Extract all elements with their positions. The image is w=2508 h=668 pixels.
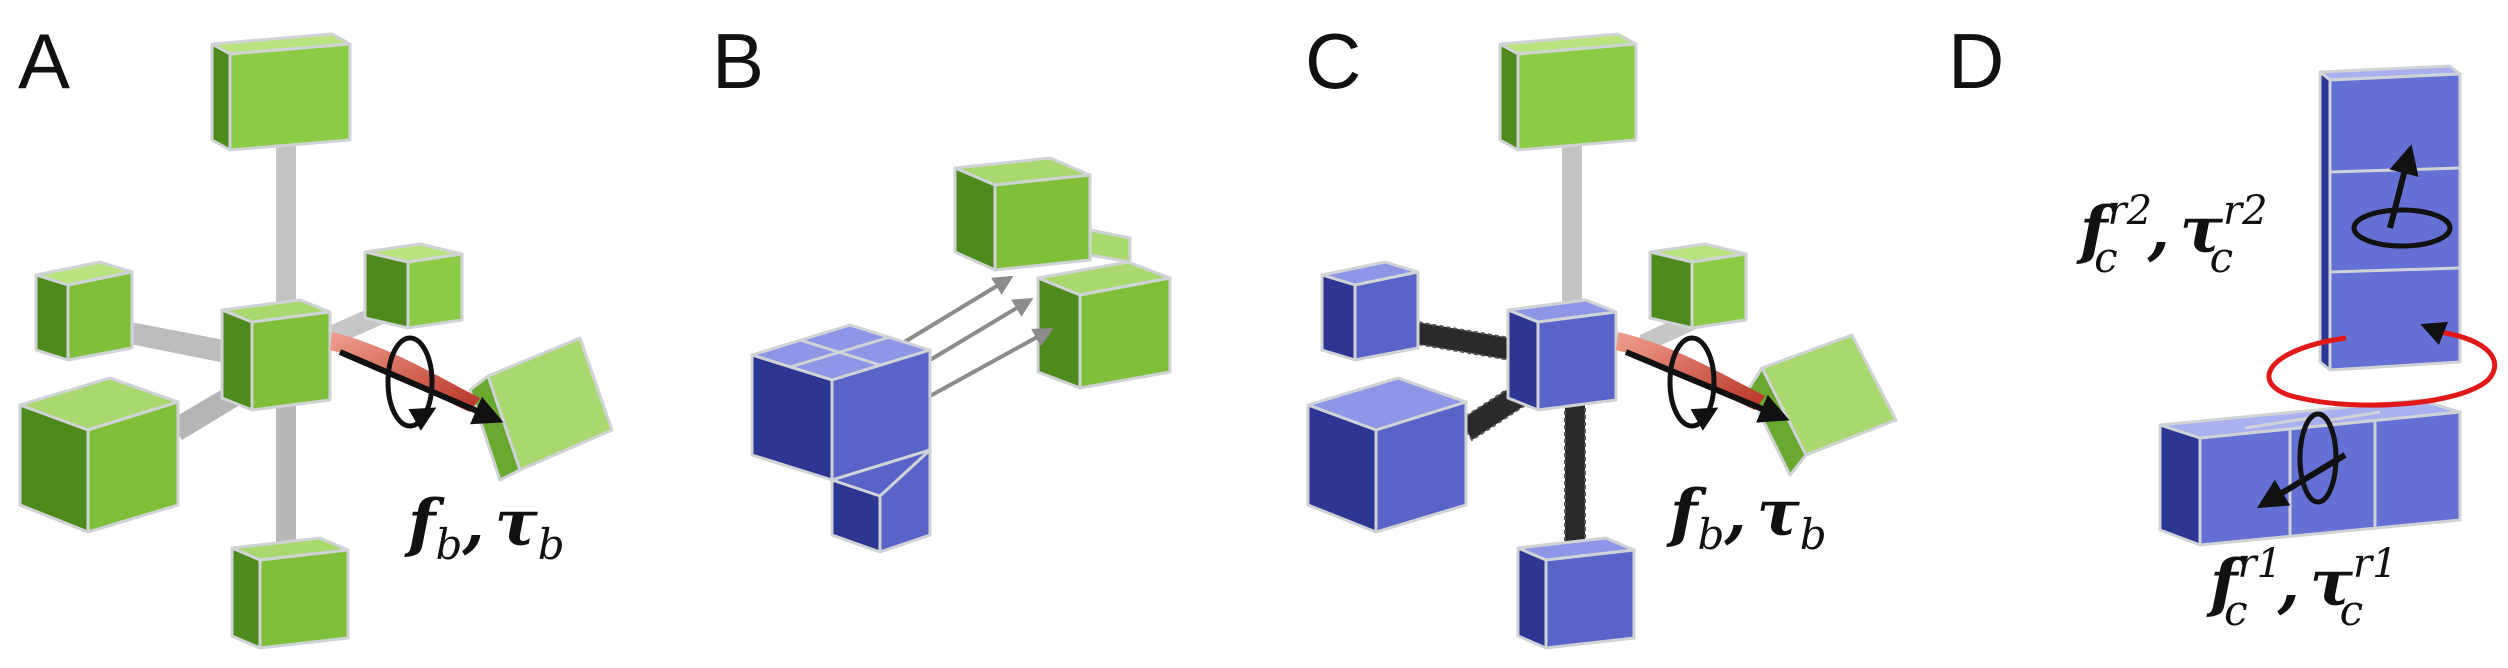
panel-a-cube-bottom [230, 536, 350, 650]
panel-a-cube-tilted-right [468, 336, 614, 482]
panel-c-cube-center [1506, 298, 1618, 412]
panel-a: A [18, 17, 614, 650]
panel-c-math-label: fb,τb [1666, 476, 1827, 559]
rod-bottom-dark [1564, 399, 1586, 546]
rod-left-dark [1404, 318, 1511, 362]
panel-c-force-arrow [1624, 349, 1790, 423]
panel-c-cube-bottom [1516, 536, 1636, 650]
panel-d-label: D [1948, 17, 2004, 105]
panel-a-cube-center [220, 298, 332, 412]
rod-bottom [276, 400, 296, 560]
svg-text:fb,τb: fb,τb [1666, 476, 1827, 559]
panel-c-deformed-rod [1616, 332, 1765, 410]
panel-c-torque-loop [1667, 335, 1719, 431]
panel-a-cube-top [210, 32, 352, 152]
panel-c-cube-front-left [1306, 376, 1468, 534]
rod-left [110, 318, 250, 368]
panel-c-label: C [1305, 17, 1361, 105]
rod-top [1562, 130, 1582, 315]
panel-a-cube-front-left [18, 376, 180, 534]
panel-d-vertical-column [2318, 64, 2462, 372]
panel-b-green-module [953, 156, 1172, 390]
panel-c-cube-top [1498, 32, 1638, 152]
panel-b-label: B [712, 17, 764, 105]
panel-c: C [1305, 17, 1898, 650]
panel-a-force-arrow [338, 349, 504, 425]
panel-c-cube-back-left [1320, 260, 1420, 362]
panel-d-lower-torque [2256, 411, 2347, 509]
panel-a-math-label: fb,τb [404, 486, 565, 569]
panel-d-rotation-ring [2266, 321, 2498, 408]
panel-a-deformed-rod [330, 332, 480, 412]
panel-a-cube-back-right [363, 242, 464, 330]
panel-d-upper-torque [2351, 144, 2453, 249]
svg-text:fb,τb: fb,τb [404, 486, 565, 569]
rod-top [276, 130, 296, 330]
panel-c-cube-back-right [1648, 242, 1748, 330]
panel-d: D [1948, 17, 2498, 635]
panel-a-label: A [18, 17, 70, 105]
panel-a-cube-back-left [34, 260, 134, 362]
panel-c-cube-tilted-right [1746, 333, 1898, 477]
panel-a-torque-loop [385, 335, 437, 431]
panel-b: B [712, 17, 1172, 554]
panel-b-blue-module [750, 323, 932, 554]
